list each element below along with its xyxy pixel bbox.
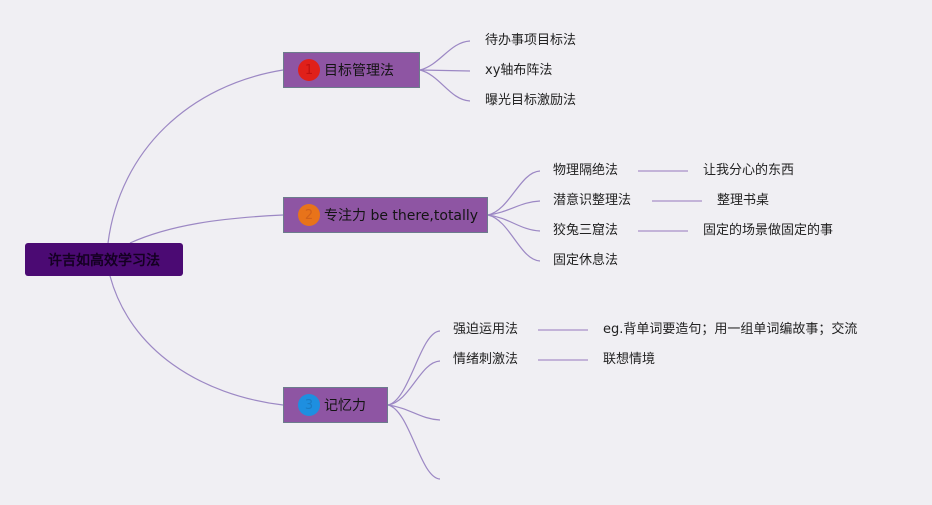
branch-label: 记忆力 [324, 398, 366, 414]
subtopic-node[interactable]: 联想情境 [603, 352, 656, 367]
branch-node-memory[interactable]: 3 记忆力 [283, 387, 388, 423]
branch-node-goal-management[interactable]: 1 目标管理法 [283, 52, 420, 88]
branch-label: 目标管理法 [324, 63, 394, 79]
connector-b2-c4 [487, 214, 541, 262]
connector-b1-c1 [419, 40, 471, 71]
topic-node[interactable]: 情绪刺激法 [453, 352, 519, 367]
connector-b2-c3 [487, 214, 541, 232]
priority-1-icon: 1 [298, 59, 320, 81]
priority-3-icon: 3 [298, 394, 320, 416]
topic-node[interactable]: 固定休息法 [553, 253, 619, 268]
connector-b3-c4 [387, 404, 441, 480]
subtopic-node[interactable]: 固定的场景做固定的事 [703, 223, 834, 238]
connector-b3-c2 [387, 360, 441, 406]
connector-b1-c2 [419, 69, 471, 72]
root-label: 许吉如高效学习法 [48, 252, 160, 269]
root-node[interactable]: 许吉如高效学习法 [25, 243, 183, 276]
subtopic-node[interactable]: eg.背单词要造句；用一组单词编故事；交流 [603, 322, 858, 337]
subtopic-node[interactable]: 整理书桌 [717, 193, 770, 208]
connector-root-branch-1 [107, 69, 284, 244]
connector-root-branch-2 [129, 214, 284, 244]
connector-root-branch-3 [109, 275, 284, 406]
priority-2-icon: 2 [298, 204, 320, 226]
topic-node[interactable]: 强迫运用法 [453, 322, 519, 337]
topic-node[interactable]: 待办事项目标法 [485, 33, 577, 48]
topic-node[interactable]: 曝光目标激励法 [485, 93, 577, 108]
topic-node[interactable]: xy轴布阵法 [485, 63, 553, 78]
topic-node[interactable]: 潜意识整理法 [553, 193, 632, 208]
connector-b3-c3 [387, 404, 441, 421]
subtopic-node[interactable]: 让我分心的东西 [703, 163, 795, 178]
connector-b2-c2 [487, 200, 541, 216]
connector-b1-c3 [419, 69, 471, 102]
topic-node[interactable]: 物理隔绝法 [553, 163, 619, 178]
branch-label: 专注力 be there,totally [324, 208, 479, 224]
connector-b3-c1 [387, 330, 441, 406]
connector-b2-c1 [487, 170, 541, 216]
branch-node-focus[interactable]: 2 专注力 be there,totally [283, 197, 488, 233]
topic-node[interactable]: 狡兔三窟法 [553, 223, 619, 238]
